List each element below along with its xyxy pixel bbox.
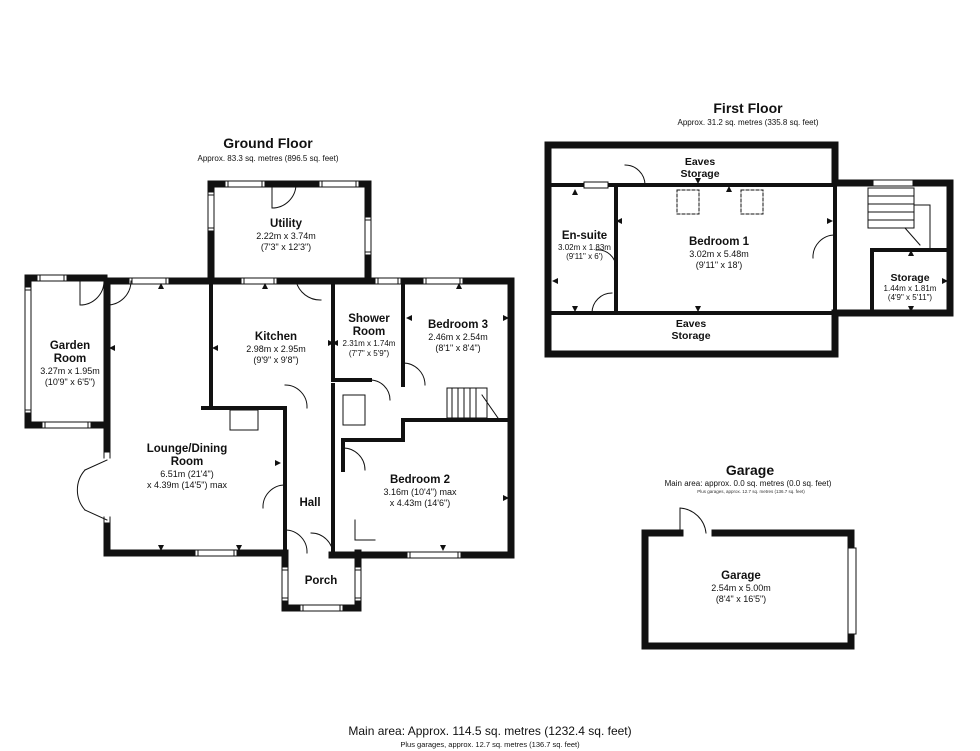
room-dims-metric: 1.44m x 1.81m bbox=[883, 284, 937, 294]
room-dims-imperial: (9'11" x 6') bbox=[566, 252, 603, 262]
room-name: Lounge/Dining Room bbox=[146, 443, 228, 469]
ground-floor-doors bbox=[76, 183, 426, 556]
room-lounge: Lounge/Dining Room 6.51m (21'4") x 4.39m… bbox=[122, 443, 252, 490]
footer-garage-note: Plus garages, approx. 12.7 sq. metres (1… bbox=[400, 740, 580, 749]
first-floor-walls bbox=[544, 141, 954, 358]
room-dims-metric: 3.27m x 1.95m bbox=[40, 366, 100, 377]
room-name: Utility bbox=[270, 218, 302, 230]
first-floor-title: First Floor bbox=[713, 100, 783, 116]
room-dims-metric: 3.02m x 5.48m bbox=[689, 249, 749, 260]
room-name: Bedroom 1 bbox=[688, 236, 750, 248]
room-porch: Porch bbox=[304, 575, 338, 587]
room-bedroom-3: Bedroom 3 2.46m x 2.54m (8'1" x 8'4") bbox=[408, 319, 508, 353]
room-shower: Shower Room 2.31m x 1.74m (7'7" x 5'9") bbox=[334, 313, 404, 358]
room-dims-imperial: (7'7" x 5'9") bbox=[348, 348, 390, 358]
room-name: En-suite bbox=[561, 230, 608, 242]
room-garage: Garage 2.54m x 5.00m (8'4" x 16'5") bbox=[691, 570, 791, 604]
room-kitchen: Kitchen 2.98m x 2.95m (9'9" x 9'8") bbox=[226, 331, 326, 365]
ground-floor-windows bbox=[25, 181, 463, 611]
room-dims-imperial: (8'1" x 8'4") bbox=[435, 342, 481, 353]
ground-floor-title: Ground Floor bbox=[223, 135, 313, 151]
room-bedroom-1: Bedroom 1 3.02m x 5.48m (9'11" x 18') bbox=[669, 236, 769, 270]
room-dims-imperial: (9'11" x 18') bbox=[695, 259, 743, 270]
room-bedroom-2: Bedroom 2 3.16m (10'4") max x 4.43m (14'… bbox=[365, 474, 475, 508]
room-name: Garage bbox=[721, 570, 761, 582]
footer-main-area: Main area: Approx. 114.5 sq. metres (123… bbox=[348, 724, 632, 738]
room-name: Garden Room bbox=[49, 340, 91, 366]
garage-walls bbox=[641, 529, 855, 650]
ground-floor-window-lines bbox=[24, 180, 461, 612]
room-utility: Utility 2.22m x 3.74m (7'3" x 12'3") bbox=[236, 218, 336, 252]
room-en-suite: En-suite 3.02m x 1.83m (9'11" x 6') bbox=[552, 230, 617, 262]
room-dims-imperial: (4'9" x 5'11") bbox=[887, 293, 933, 303]
room-dims-metric: 2.98m x 2.95m bbox=[246, 344, 306, 355]
garage-area-note: Plus garages, approx. 12.7 sq. metres (1… bbox=[697, 489, 805, 494]
first-floor-detail bbox=[591, 164, 931, 314]
room-dims-imperial: x 4.43m (14'6") bbox=[389, 497, 451, 508]
room-name: Kitchen bbox=[254, 331, 298, 343]
ground-floor-stairs bbox=[446, 387, 499, 419]
room-name: Shower Room bbox=[348, 313, 390, 339]
room-name: Storage bbox=[890, 272, 930, 284]
room-dims-metric: 6.51m (21'4") bbox=[160, 469, 214, 480]
room-dims-imperial: x 4.39m (14'5") max bbox=[147, 479, 227, 490]
room-dims-imperial: (7'3" x 12'3") bbox=[260, 241, 312, 252]
room-dims-imperial: (9'9" x 9'8") bbox=[253, 354, 299, 365]
room-eaves-top: Eaves Storage bbox=[680, 156, 720, 181]
garage-area: Main area: approx. 0.0 sq. metres (0.0 s… bbox=[664, 479, 832, 488]
room-name: Bedroom 2 bbox=[389, 474, 451, 486]
first-floor-windows bbox=[583, 179, 914, 189]
room-name: Bedroom 3 bbox=[427, 319, 489, 331]
ground-floor-area: Approx. 83.3 sq. metres (896.5 sq. feet) bbox=[197, 154, 339, 163]
room-dims-metric: 2.46m x 2.54m bbox=[428, 332, 488, 343]
room-hall: Hall bbox=[299, 497, 321, 509]
room-garden: Garden Room 3.27m x 1.95m (10'9" x 6'5") bbox=[30, 340, 110, 387]
room-storage: Storage 1.44m x 1.81m (4'9" x 5'11") bbox=[874, 272, 946, 302]
garage-title: Garage bbox=[725, 462, 775, 478]
garage-door bbox=[679, 507, 857, 635]
room-dims-metric: 3.02m x 1.83m bbox=[558, 243, 611, 253]
room-dims-metric: 2.22m x 3.74m bbox=[256, 231, 316, 242]
room-dims-metric: 3.16m (10'4") max bbox=[383, 487, 457, 498]
room-dims-imperial: (8'4" x 16'5") bbox=[715, 593, 767, 604]
room-dims-metric: 2.54m x 5.00m bbox=[711, 583, 771, 594]
ground-floor-inner-walls bbox=[201, 279, 513, 555]
wall-markers bbox=[109, 178, 948, 551]
first-floor-area: Approx. 31.2 sq. metres (335.8 sq. feet) bbox=[677, 118, 819, 127]
room-eaves-bottom: Eaves Storage bbox=[671, 318, 711, 343]
room-dims-imperial: (10'9" x 6'5") bbox=[44, 376, 96, 387]
room-dims-metric: 2.31m x 1.74m bbox=[342, 339, 396, 349]
